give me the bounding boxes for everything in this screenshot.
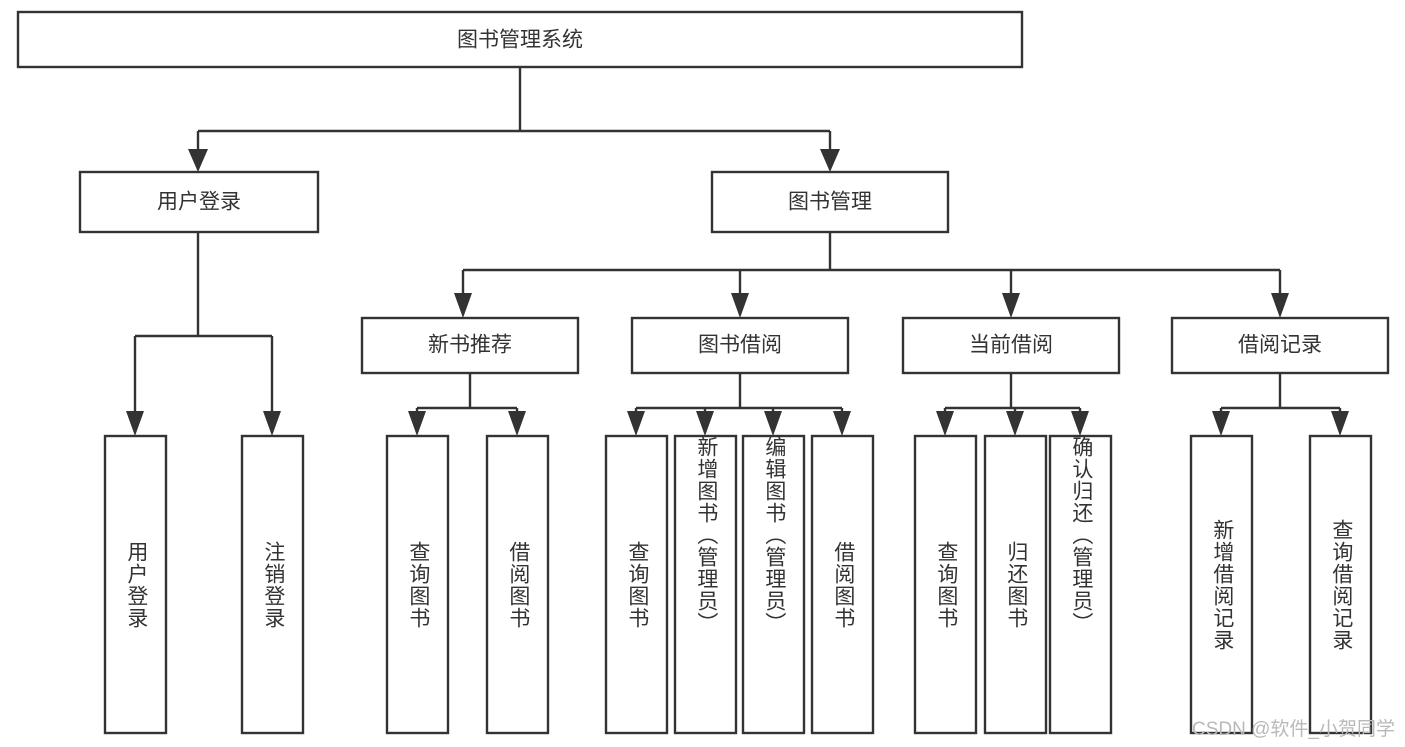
leaf-box-bb-edit-book[interactable] [741, 434, 806, 735]
arrow-head-nbr-leaf-2 [508, 411, 526, 436]
arrow-head-br-leaf-2 [1331, 411, 1349, 436]
node-book-management-box[interactable] [710, 170, 950, 234]
leaf-box-bb-borrow-book[interactable] [810, 434, 875, 735]
node-borrow-record[interactable]: 借阅记录 [1170, 316, 1390, 375]
node-user-login-box[interactable] [78, 170, 320, 234]
arrow-head-user-login [188, 149, 208, 172]
leaf-box-user-login[interactable] [103, 434, 168, 735]
node-root-box[interactable] [16, 10, 1024, 69]
leaf-box-cb-return-book[interactable] [983, 434, 1048, 735]
arrow-head-bb-leaf-4 [833, 411, 851, 436]
node-book-management-label: 图书管理 [788, 191, 872, 214]
arrow-head-nbr-leaf-1 [408, 411, 426, 436]
leaf-box-cb-query-book[interactable] [913, 434, 978, 735]
node-user-login[interactable]: 用户登录 [78, 170, 320, 234]
leaf-box-nbr-borrow-book[interactable] [485, 434, 550, 735]
leaf-box-logout[interactable] [240, 434, 305, 735]
node-new-book-recommend-label: 新书推荐 [428, 334, 512, 357]
leaf-box-bb-add-book[interactable] [673, 434, 738, 735]
node-book-borrow-box[interactable] [630, 316, 850, 375]
arrow-head-cb-leaf-3 [1071, 411, 1089, 436]
leaf-box-bb-query-book[interactable] [604, 434, 669, 735]
node-root[interactable]: 图书管理系统 [16, 10, 1024, 69]
leaf-box-nbr-query-book[interactable] [385, 434, 450, 735]
arrow-head-bb-leaf-2 [696, 411, 714, 436]
arrow-head-bb-leaf-1 [627, 411, 645, 436]
arrow-head-borrow-record [1271, 293, 1289, 318]
node-current-borrow-label: 当前借阅 [969, 334, 1053, 357]
arrow-head-bb-leaf-3 [764, 411, 782, 436]
node-user-login-label: 用户登录 [157, 191, 241, 214]
node-root-label: 图书管理系统 [457, 29, 583, 52]
arrow-head-current-borrow [1002, 293, 1020, 318]
node-book-borrow-label: 图书借阅 [698, 334, 782, 357]
arrow-head-br-leaf-1 [1212, 411, 1230, 436]
arrow-head-cb-leaf-1 [936, 411, 954, 436]
node-current-borrow[interactable]: 当前借阅 [901, 316, 1121, 375]
node-book-borrow[interactable]: 图书借阅 [630, 316, 850, 375]
arrow-head-leaf-logout [263, 411, 281, 436]
node-borrow-record-box[interactable] [1170, 316, 1390, 375]
node-borrow-record-label: 借阅记录 [1238, 334, 1322, 357]
arrow-head-book-mgmt [820, 149, 840, 172]
arrow-head-new-book [454, 293, 472, 318]
node-new-book-recommend[interactable]: 新书推荐 [360, 316, 580, 375]
leaf-box-br-add-record[interactable] [1189, 434, 1254, 735]
node-book-management[interactable]: 图书管理 [710, 170, 950, 234]
arrow-head-book-borrow [731, 293, 749, 318]
connector-group [126, 67, 1349, 436]
node-current-borrow-box[interactable] [901, 316, 1121, 375]
leaf-box-br-query-record[interactable] [1308, 434, 1373, 735]
arrow-head-cb-leaf-2 [1006, 411, 1024, 436]
node-new-book-recommend-box[interactable] [360, 316, 580, 375]
leaf-box-cb-confirm-return[interactable] [1048, 434, 1113, 735]
arrow-head-leaf-user-login [126, 411, 144, 436]
